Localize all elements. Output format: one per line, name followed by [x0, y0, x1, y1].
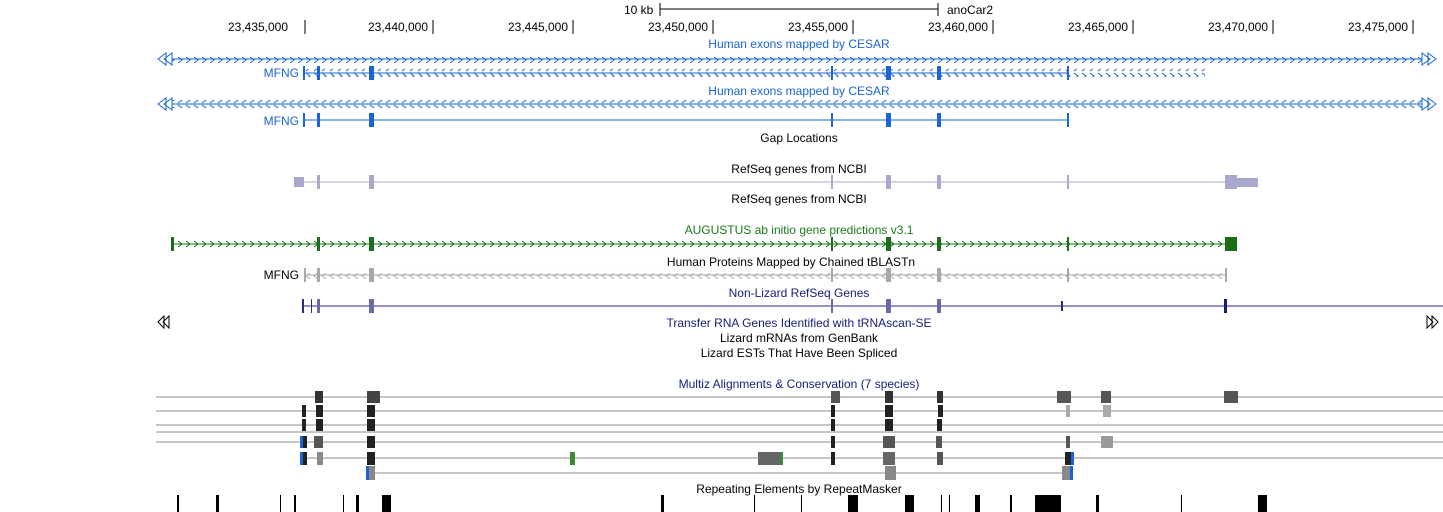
cesar-feature-full-2[interactable]: [157, 97, 1437, 111]
mrna-track-title[interactable]: Lizard mRNAs from GenBank: [719, 331, 879, 345]
refseq-track-title[interactable]: RefSeq genes from NCBI: [731, 162, 867, 176]
repeatmasker-elements[interactable]: [177, 495, 1267, 512]
gap-track-title[interactable]: Gap Locations: [760, 131, 838, 145]
ruler-tick-label: 23,450,000: [647, 20, 709, 34]
rmsk-track-title[interactable]: Repeating Elements by RepeatMasker: [696, 482, 902, 496]
ruler-tick-label: 23,435,000: [227, 20, 289, 34]
ruler-tick-label: 23,455,000: [787, 20, 849, 34]
cesar-gene-label[interactable]: MFNG: [263, 66, 299, 80]
tblastn-feature[interactable]: [304, 268, 1227, 282]
cesar-track-title-2[interactable]: Human exons mapped by CESAR: [708, 84, 890, 98]
tblastn-gene-label[interactable]: MFNG: [263, 268, 299, 282]
refseq-gene-feature[interactable]: [294, 175, 1258, 189]
augustus-track-title[interactable]: AUGUSTUS ab initio gene predictions v3.1: [684, 223, 914, 237]
cesar-feature-full[interactable]: [157, 52, 1437, 66]
cesar-mfng-feature-2[interactable]: [303, 113, 1069, 127]
augustus-gene-feature[interactable]: [171, 237, 1237, 251]
ruler-tick-label: 23,460,000: [927, 20, 989, 34]
trna-navigation-arrows[interactable]: [157, 314, 1439, 330]
assembly-label: anoCar2: [947, 3, 994, 17]
ruler-tick-label: 23,445,000: [507, 20, 569, 34]
ruler: [304, 3, 1414, 34]
ruler-tick-label: 23,465,000: [1067, 20, 1129, 34]
nonlizard-gene-feature[interactable]: [302, 299, 1443, 313]
cesar-gene-label-2[interactable]: MFNG: [263, 114, 299, 128]
refseq-track-title-2[interactable]: RefSeq genes from NCBI: [731, 192, 867, 206]
ruler-tick-label: 23,470,000: [1207, 20, 1269, 34]
multiz-track-title[interactable]: Multiz Alignments & Conservation (7 spec…: [678, 377, 920, 391]
ruler-tick-label: 23,475,000: [1347, 20, 1409, 34]
trna-track-title[interactable]: Transfer RNA Genes Identified with tRNAs…: [666, 316, 932, 330]
est-track-title[interactable]: Lizard ESTs That Have Been Spliced: [700, 346, 898, 360]
ruler-tick-label: 23,440,000: [367, 20, 429, 34]
multiz-species-rows[interactable]: [156, 396, 1443, 474]
multiz-alignment-blocks[interactable]: [300, 391, 1238, 480]
tblastn-track-title[interactable]: Human Proteins Mapped by Chained tBLASTn: [666, 255, 916, 269]
nonlizard-track-title[interactable]: Non-Lizard RefSeq Genes: [728, 286, 870, 300]
cesar-track-title[interactable]: Human exons mapped by CESAR: [708, 37, 890, 51]
scale-bar-label: 10 kb: [624, 3, 654, 17]
cesar-mfng-feature[interactable]: [303, 66, 1205, 80]
